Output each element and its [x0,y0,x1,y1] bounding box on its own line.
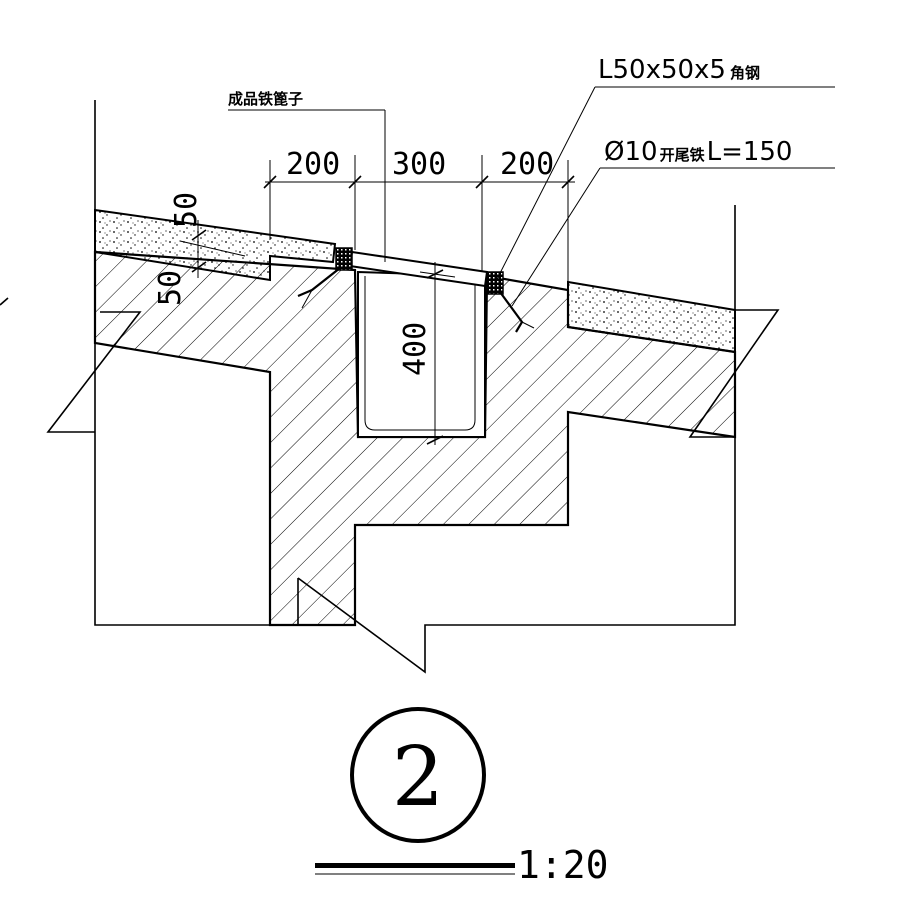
mortar-layer-right [567,280,736,354]
scale-underline-bar [315,863,515,868]
detail-number: 2 [392,730,444,825]
vertical-dimension-lines [179,220,456,445]
angle-steel-left [335,247,353,271]
grate-label: 成品铁篦子 [228,90,303,108]
dim-top-layer: 50 [169,192,204,228]
dim-second-layer: 50 [153,270,188,306]
dim-center-width: 300 [392,147,446,182]
detail-number-circle [350,707,486,843]
scale-label: 1:20 [517,843,609,887]
channel-inner-lining [364,276,476,431]
dim-channel-depth: 400 [398,322,433,376]
dim-left-width: 200 [286,147,340,182]
mortar-layer-left [94,208,337,282]
horizontal-dimension-lines [263,155,575,282]
dim-right-width: 200 [500,147,554,182]
leader-lines [228,86,835,307]
